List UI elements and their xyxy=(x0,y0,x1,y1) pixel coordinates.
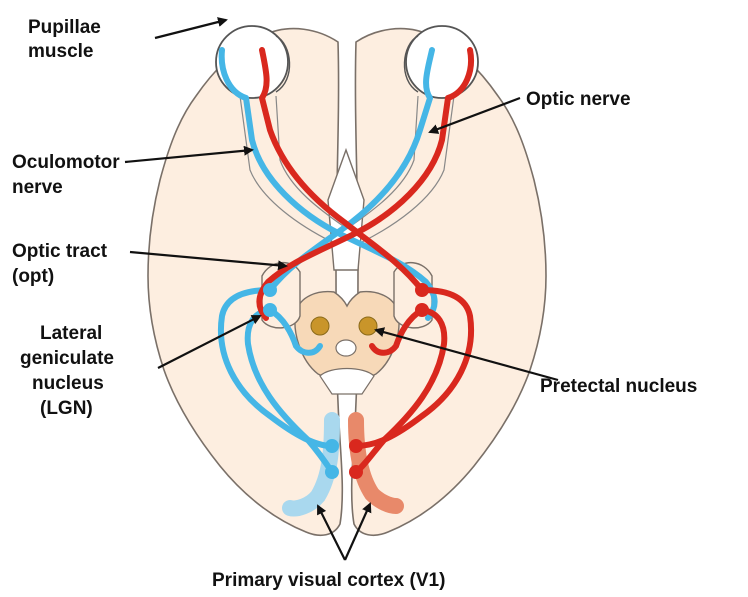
nerve-sheaths xyxy=(239,95,455,243)
label-optic-tract: Optic tract (opt) xyxy=(12,241,112,287)
label-oculomotor-nerve: Oculomotor nerve xyxy=(12,152,125,198)
pretectal-dots xyxy=(310,316,378,336)
cerebral-aqueduct xyxy=(335,339,357,357)
pointer-arrows xyxy=(124,17,559,561)
label-primary-visual-cortex: Primary visual cortex (V1) xyxy=(212,570,445,591)
label-optic-nerve: Optic nerve xyxy=(526,89,631,110)
v1-dots xyxy=(325,439,363,479)
label-pupillae-muscle: Pupillae muscle xyxy=(28,17,106,62)
label-pretectal-nucleus: Pretectal nucleus xyxy=(540,376,697,397)
lgn-dots xyxy=(263,283,429,317)
left-eye xyxy=(215,25,291,99)
midbrain xyxy=(294,290,400,381)
label-lgn: Lateral geniculate nucleus (LGN) xyxy=(20,323,119,419)
right-eye xyxy=(403,25,479,99)
cerebellar-notch xyxy=(319,367,375,395)
